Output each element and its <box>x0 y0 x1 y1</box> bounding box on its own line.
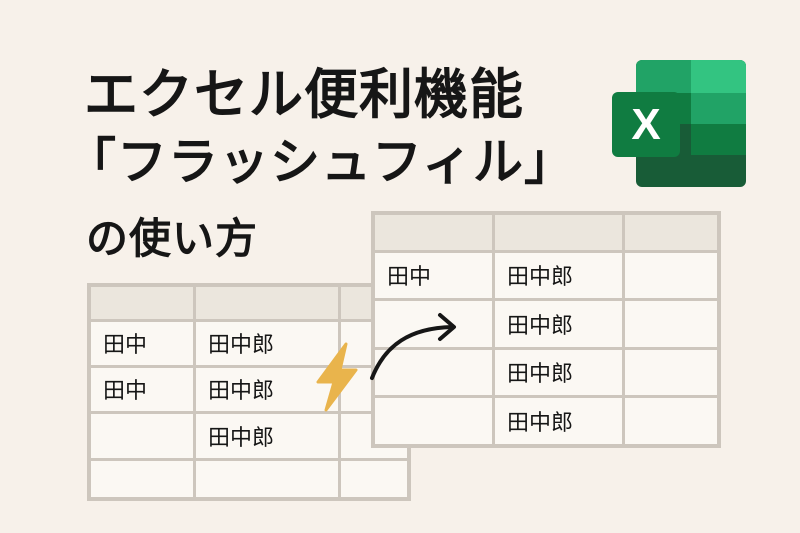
cell[interactable] <box>87 457 196 501</box>
table-row <box>87 457 411 501</box>
cell[interactable] <box>622 298 721 350</box>
title-line-2: 「フラッシュフィル」 <box>66 133 575 191</box>
title-line-1: エクセル便利機能 <box>84 63 524 126</box>
cell[interactable]: 田中郎 <box>492 298 625 350</box>
cell[interactable] <box>193 283 341 322</box>
cell[interactable]: 田中 <box>371 249 495 302</box>
cell[interactable]: 田中郎 <box>492 346 625 399</box>
cell[interactable]: 田中 <box>87 318 196 368</box>
table-row: 田中郎 <box>87 411 411 461</box>
cell[interactable] <box>87 283 196 322</box>
curved-arrow-icon <box>370 313 456 380</box>
cell[interactable] <box>338 457 411 501</box>
table-row: 田中郎 <box>371 346 721 399</box>
cell[interactable] <box>371 211 495 253</box>
result-spreadsheet: 田中田中郎 田中郎 田中郎 田中郎 <box>371 211 721 448</box>
cell[interactable] <box>492 211 625 253</box>
cell[interactable]: 田中郎 <box>193 318 341 368</box>
cell[interactable] <box>622 395 721 448</box>
table-row: 田中郎 <box>371 298 721 350</box>
cell[interactable] <box>622 346 721 399</box>
table-row: 田中田中郎 <box>371 249 721 302</box>
cell[interactable]: 田中郎 <box>193 364 341 415</box>
cell[interactable]: 田中 <box>87 364 196 415</box>
cell[interactable] <box>371 346 495 399</box>
cell[interactable]: 田中郎 <box>492 395 625 448</box>
cell[interactable] <box>622 249 721 302</box>
table-row: 田中郎 <box>371 395 721 448</box>
excel-logo-letter: X <box>631 100 660 149</box>
cell[interactable] <box>193 457 341 501</box>
cell[interactable] <box>371 395 495 448</box>
cell[interactable]: 田中郎 <box>492 249 625 302</box>
excel-logo-icon: X <box>612 60 746 187</box>
title-line-3: の使い方 <box>86 214 259 263</box>
lightning-bolt-icon <box>316 342 358 412</box>
cell[interactable] <box>371 298 495 350</box>
cell[interactable]: 田中郎 <box>193 411 341 461</box>
header-row <box>371 211 721 253</box>
cell[interactable] <box>87 411 196 461</box>
cell[interactable] <box>622 211 721 253</box>
